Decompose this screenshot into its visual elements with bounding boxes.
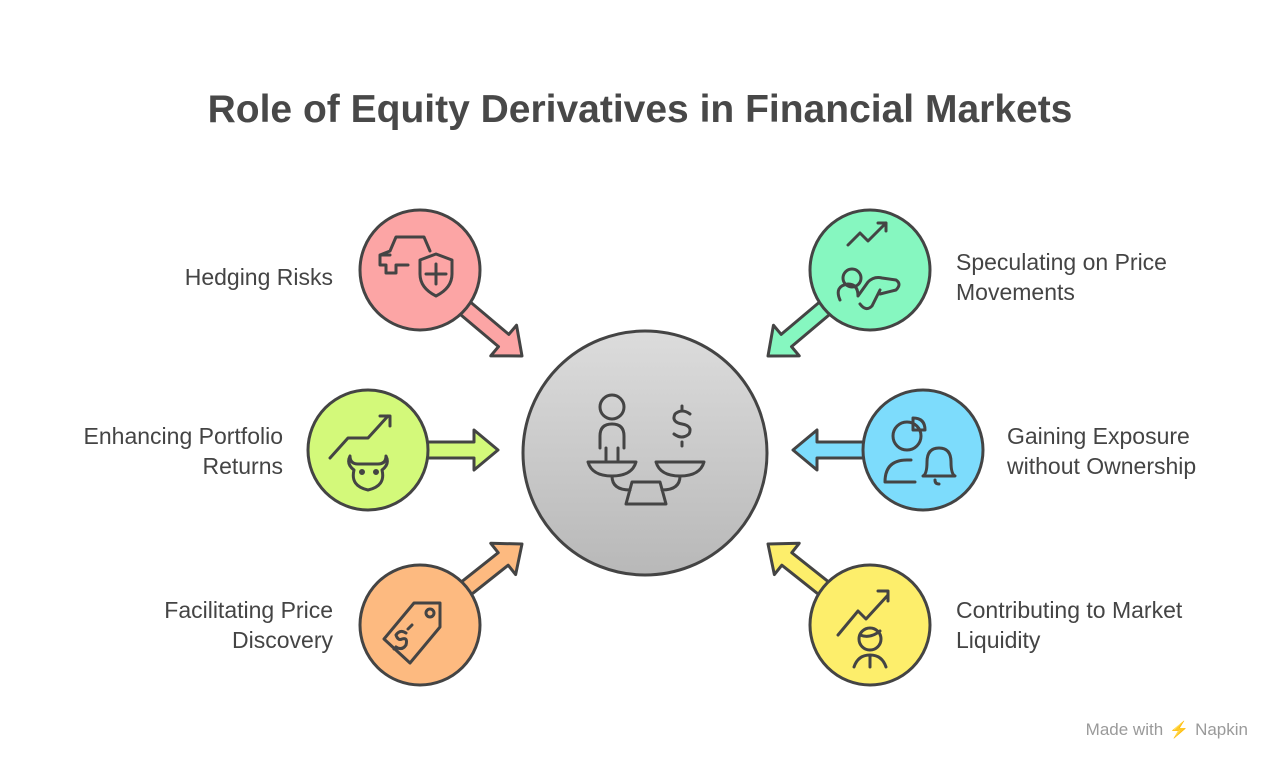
diagram-title: Role of Equity Derivatives in Financial … — [207, 88, 1073, 131]
item-circle-4 — [358, 563, 482, 687]
trend-person-icon — [836, 221, 901, 311]
item-circle-2 — [306, 388, 430, 512]
scale-person-dollar-icon — [586, 393, 706, 506]
pie-person-bell-icon — [883, 416, 957, 486]
person-trend-icon — [836, 589, 890, 669]
price-tag-icon — [382, 601, 442, 665]
item-circle-5 — [808, 563, 932, 687]
napkin-logo-icon: ⚡ — [1169, 722, 1190, 739]
center-circle — [521, 329, 769, 577]
napkin-brand[interactable]: Napkin — [1195, 720, 1248, 739]
item-circle-1 — [808, 208, 932, 332]
footer-credit: Made with ⚡ Napkin — [1086, 720, 1248, 740]
bull-trend-icon — [328, 414, 392, 492]
car-shield-icon — [378, 235, 454, 298]
item-circle-3 — [861, 388, 985, 512]
made-with-text: Made with — [1085, 720, 1164, 739]
label-hedging-risks: Hedging Risks — [184, 264, 333, 290]
